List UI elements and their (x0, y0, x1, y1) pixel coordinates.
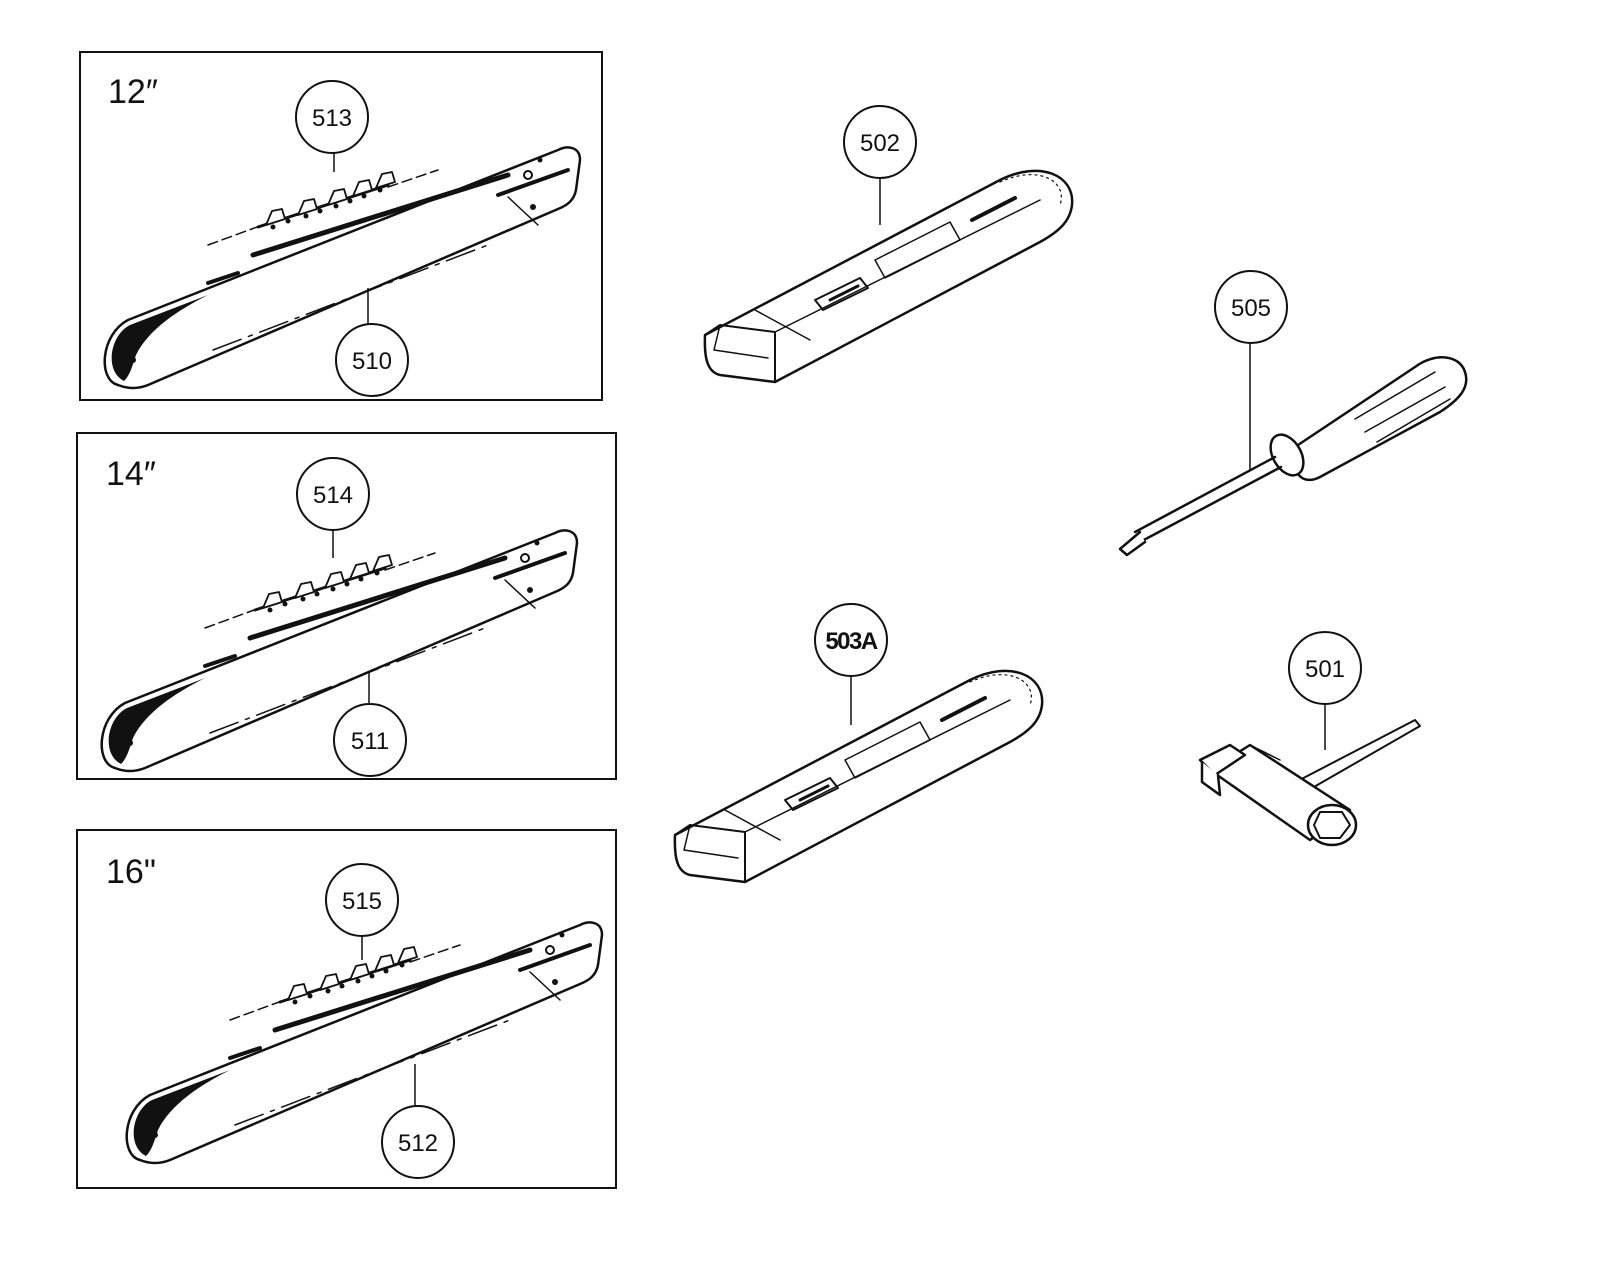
scabbard-illustration (672, 668, 1045, 884)
bar-scabbard-top: 502 (702, 105, 1075, 384)
size-label: 12″ (108, 73, 158, 111)
callout-chain[interactable]: 513 (295, 80, 369, 154)
panel-frame (76, 829, 617, 1189)
callout-number: 515 (342, 888, 382, 915)
callout-number: 511 (351, 728, 389, 755)
callout-number: 510 (352, 348, 392, 375)
callout-bar[interactable]: 510 (335, 323, 409, 397)
bar-scabbard-bottom: 503A (672, 603, 1045, 884)
wrench-illustration (1198, 718, 1422, 847)
combination-wrench: 501 (1198, 631, 1422, 847)
guide-bar-illustration (127, 922, 602, 1163)
callout-number: 501 (1305, 656, 1345, 683)
panel-12-inch: 12″ 513 510 (79, 51, 603, 401)
scabbard-illustration (702, 168, 1075, 384)
callout-bar[interactable]: 511 (333, 703, 407, 777)
callout-number: 502 (860, 130, 900, 157)
size-label: 16" (106, 853, 156, 891)
screwdriver: 505 (1118, 270, 1468, 557)
callout-scabbard-a[interactable]: 502 (843, 105, 917, 179)
callout-number: 505 (1231, 295, 1271, 322)
callout-number: 503A (825, 628, 878, 655)
panel-frame (76, 432, 617, 780)
callout-chain[interactable]: 514 (296, 457, 370, 531)
callout-chain[interactable]: 515 (325, 863, 399, 937)
callout-wrench[interactable]: 501 (1288, 631, 1362, 705)
callout-scabbard-b[interactable]: 503A (814, 603, 888, 677)
panel-frame (79, 51, 603, 401)
panel-14-inch: 14″ 514 511 (76, 432, 617, 780)
callout-bar[interactable]: 512 (381, 1105, 455, 1179)
callout-number: 512 (398, 1130, 438, 1157)
screwdriver-illustration (1118, 356, 1468, 557)
panel-16-inch: 16" 515 512 (76, 829, 617, 1189)
callout-number: 513 (312, 105, 352, 132)
size-label: 14″ (106, 455, 156, 493)
callout-screwdriver[interactable]: 505 (1214, 270, 1288, 344)
callout-number: 514 (313, 482, 353, 509)
